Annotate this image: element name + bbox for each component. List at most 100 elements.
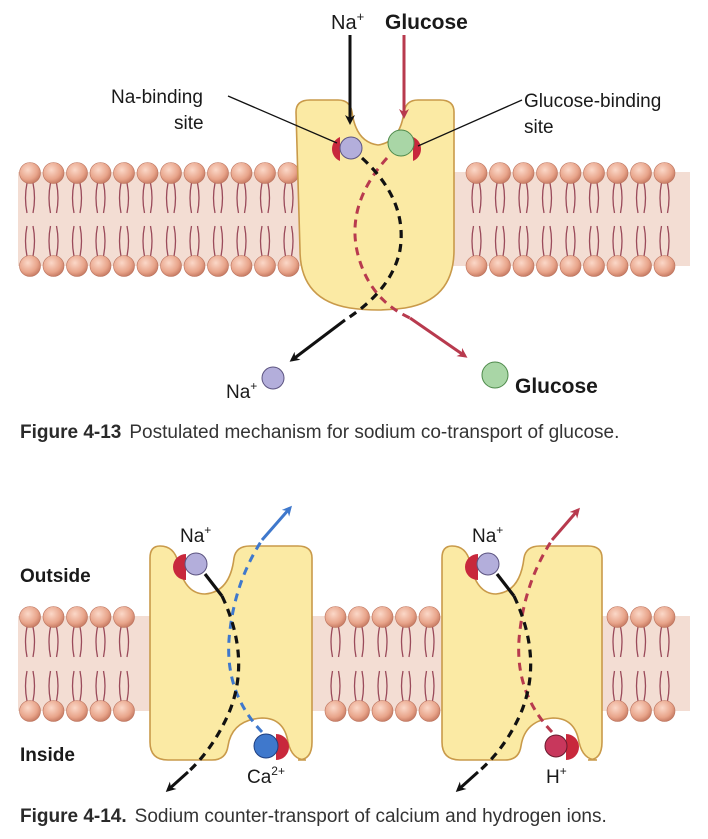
na-binding-site-left xyxy=(173,554,186,580)
lipid-head xyxy=(254,255,276,277)
lipid-head xyxy=(583,255,605,277)
na-left-label: Na+ xyxy=(180,523,211,547)
lipid-tail xyxy=(32,670,36,702)
lipid-head xyxy=(606,255,629,277)
lipid-tail xyxy=(635,225,639,257)
lipid-tail xyxy=(659,182,663,214)
na-site-leader xyxy=(227,95,338,144)
na-ca-exchanger-protein xyxy=(149,545,313,761)
lipid-head xyxy=(630,700,652,722)
lipid-head xyxy=(512,162,535,184)
lipid-head xyxy=(66,606,88,628)
lipid-tail xyxy=(48,182,52,214)
lipid-head xyxy=(66,255,88,277)
lipid-tail xyxy=(79,626,83,658)
glucose-bound xyxy=(387,129,415,157)
lipid-tail xyxy=(643,670,647,702)
lipid-tail xyxy=(525,182,529,214)
lipid-tail xyxy=(400,626,404,658)
na-path-dashed xyxy=(344,156,403,322)
lipid-tail xyxy=(142,225,146,257)
lipid-head xyxy=(465,255,488,277)
inside-label: Inside xyxy=(20,745,75,766)
lipid-head xyxy=(207,255,229,277)
lipid-tail xyxy=(377,670,381,702)
lipid-tail xyxy=(32,225,36,257)
lipid-head xyxy=(42,606,65,628)
lipid-tail xyxy=(79,225,83,257)
na-ion-right xyxy=(476,552,500,576)
cotransporter-protein xyxy=(295,99,455,311)
lipid-tail xyxy=(431,626,435,658)
lipid-tail xyxy=(102,670,106,702)
lipid-tail xyxy=(149,225,153,257)
lipid-tail xyxy=(361,626,365,658)
glucose-site-label-line1: Glucose-binding xyxy=(524,91,661,112)
lipid-tail xyxy=(612,626,616,658)
lipid-head xyxy=(324,700,347,722)
lipid-tail xyxy=(48,670,52,702)
lipid-tail xyxy=(518,182,522,214)
na-binding-site-right xyxy=(465,554,478,580)
lipid-tail xyxy=(518,225,522,257)
lipid-tail xyxy=(55,670,59,702)
lipid-tail xyxy=(220,182,224,214)
lipid-tail xyxy=(24,182,28,214)
glucose-top-label: Glucose xyxy=(385,11,468,34)
lipid-tail xyxy=(95,626,99,658)
lipid-tail xyxy=(71,670,75,702)
lipid-head xyxy=(42,255,65,277)
lipid-tail xyxy=(612,225,616,257)
glucose-bottom-label: Glucose xyxy=(515,375,598,398)
lipid-tail xyxy=(502,225,506,257)
lipid-tail xyxy=(236,182,240,214)
lipid-tail xyxy=(424,626,428,658)
figure-4-13: Na+ Glucose Na-binding site Glucose-bind… xyxy=(18,9,690,403)
lipid-tail xyxy=(267,182,271,214)
lipid-tail xyxy=(666,626,670,658)
lipid-tail xyxy=(643,182,647,214)
lipid-tail xyxy=(643,626,647,658)
lipid-tail xyxy=(71,225,75,257)
na-ca-exchanger xyxy=(149,505,313,793)
lipid-tail xyxy=(126,670,130,702)
lipid-head xyxy=(489,255,511,277)
glucose-released xyxy=(481,361,509,389)
lipid-head xyxy=(606,606,629,628)
lipid-head xyxy=(19,162,41,184)
lipid-head xyxy=(371,606,394,628)
lipid-tail xyxy=(173,182,177,214)
lipid-head xyxy=(371,700,394,722)
lipid-tail xyxy=(283,225,287,257)
lipid-head xyxy=(230,255,253,277)
na-h-exchanger-protein xyxy=(441,545,603,761)
lipid-tail xyxy=(142,182,146,214)
lipid-tail xyxy=(118,626,122,658)
lipid-head xyxy=(653,606,676,628)
lipid-tail xyxy=(471,182,475,214)
lipid-head xyxy=(277,255,300,277)
glucose-binding-site xyxy=(413,137,422,161)
lipid-tail xyxy=(612,670,616,702)
lipid-tail xyxy=(173,225,177,257)
caption-number: Figure 4-13 xyxy=(20,422,122,443)
lipid-tail xyxy=(290,182,294,214)
lipid-tail xyxy=(48,225,52,257)
na-path-left-solid xyxy=(203,573,224,597)
lipid-head xyxy=(348,700,370,722)
lipid-head xyxy=(136,162,159,184)
lipid-tail xyxy=(102,182,106,214)
lipid-tail xyxy=(408,670,412,702)
outside-label: Outside xyxy=(20,566,91,587)
lipid-tail xyxy=(55,182,59,214)
ca-binding-site xyxy=(276,734,289,760)
lipid-tail xyxy=(431,670,435,702)
lipid-tail xyxy=(220,225,224,257)
lipid-tail xyxy=(549,182,553,214)
lipid-tail xyxy=(32,182,36,214)
h-exit-arrow xyxy=(550,507,580,541)
lipid-tail xyxy=(666,225,670,257)
lipid-tail xyxy=(384,626,388,658)
lipid-tail xyxy=(525,225,529,257)
